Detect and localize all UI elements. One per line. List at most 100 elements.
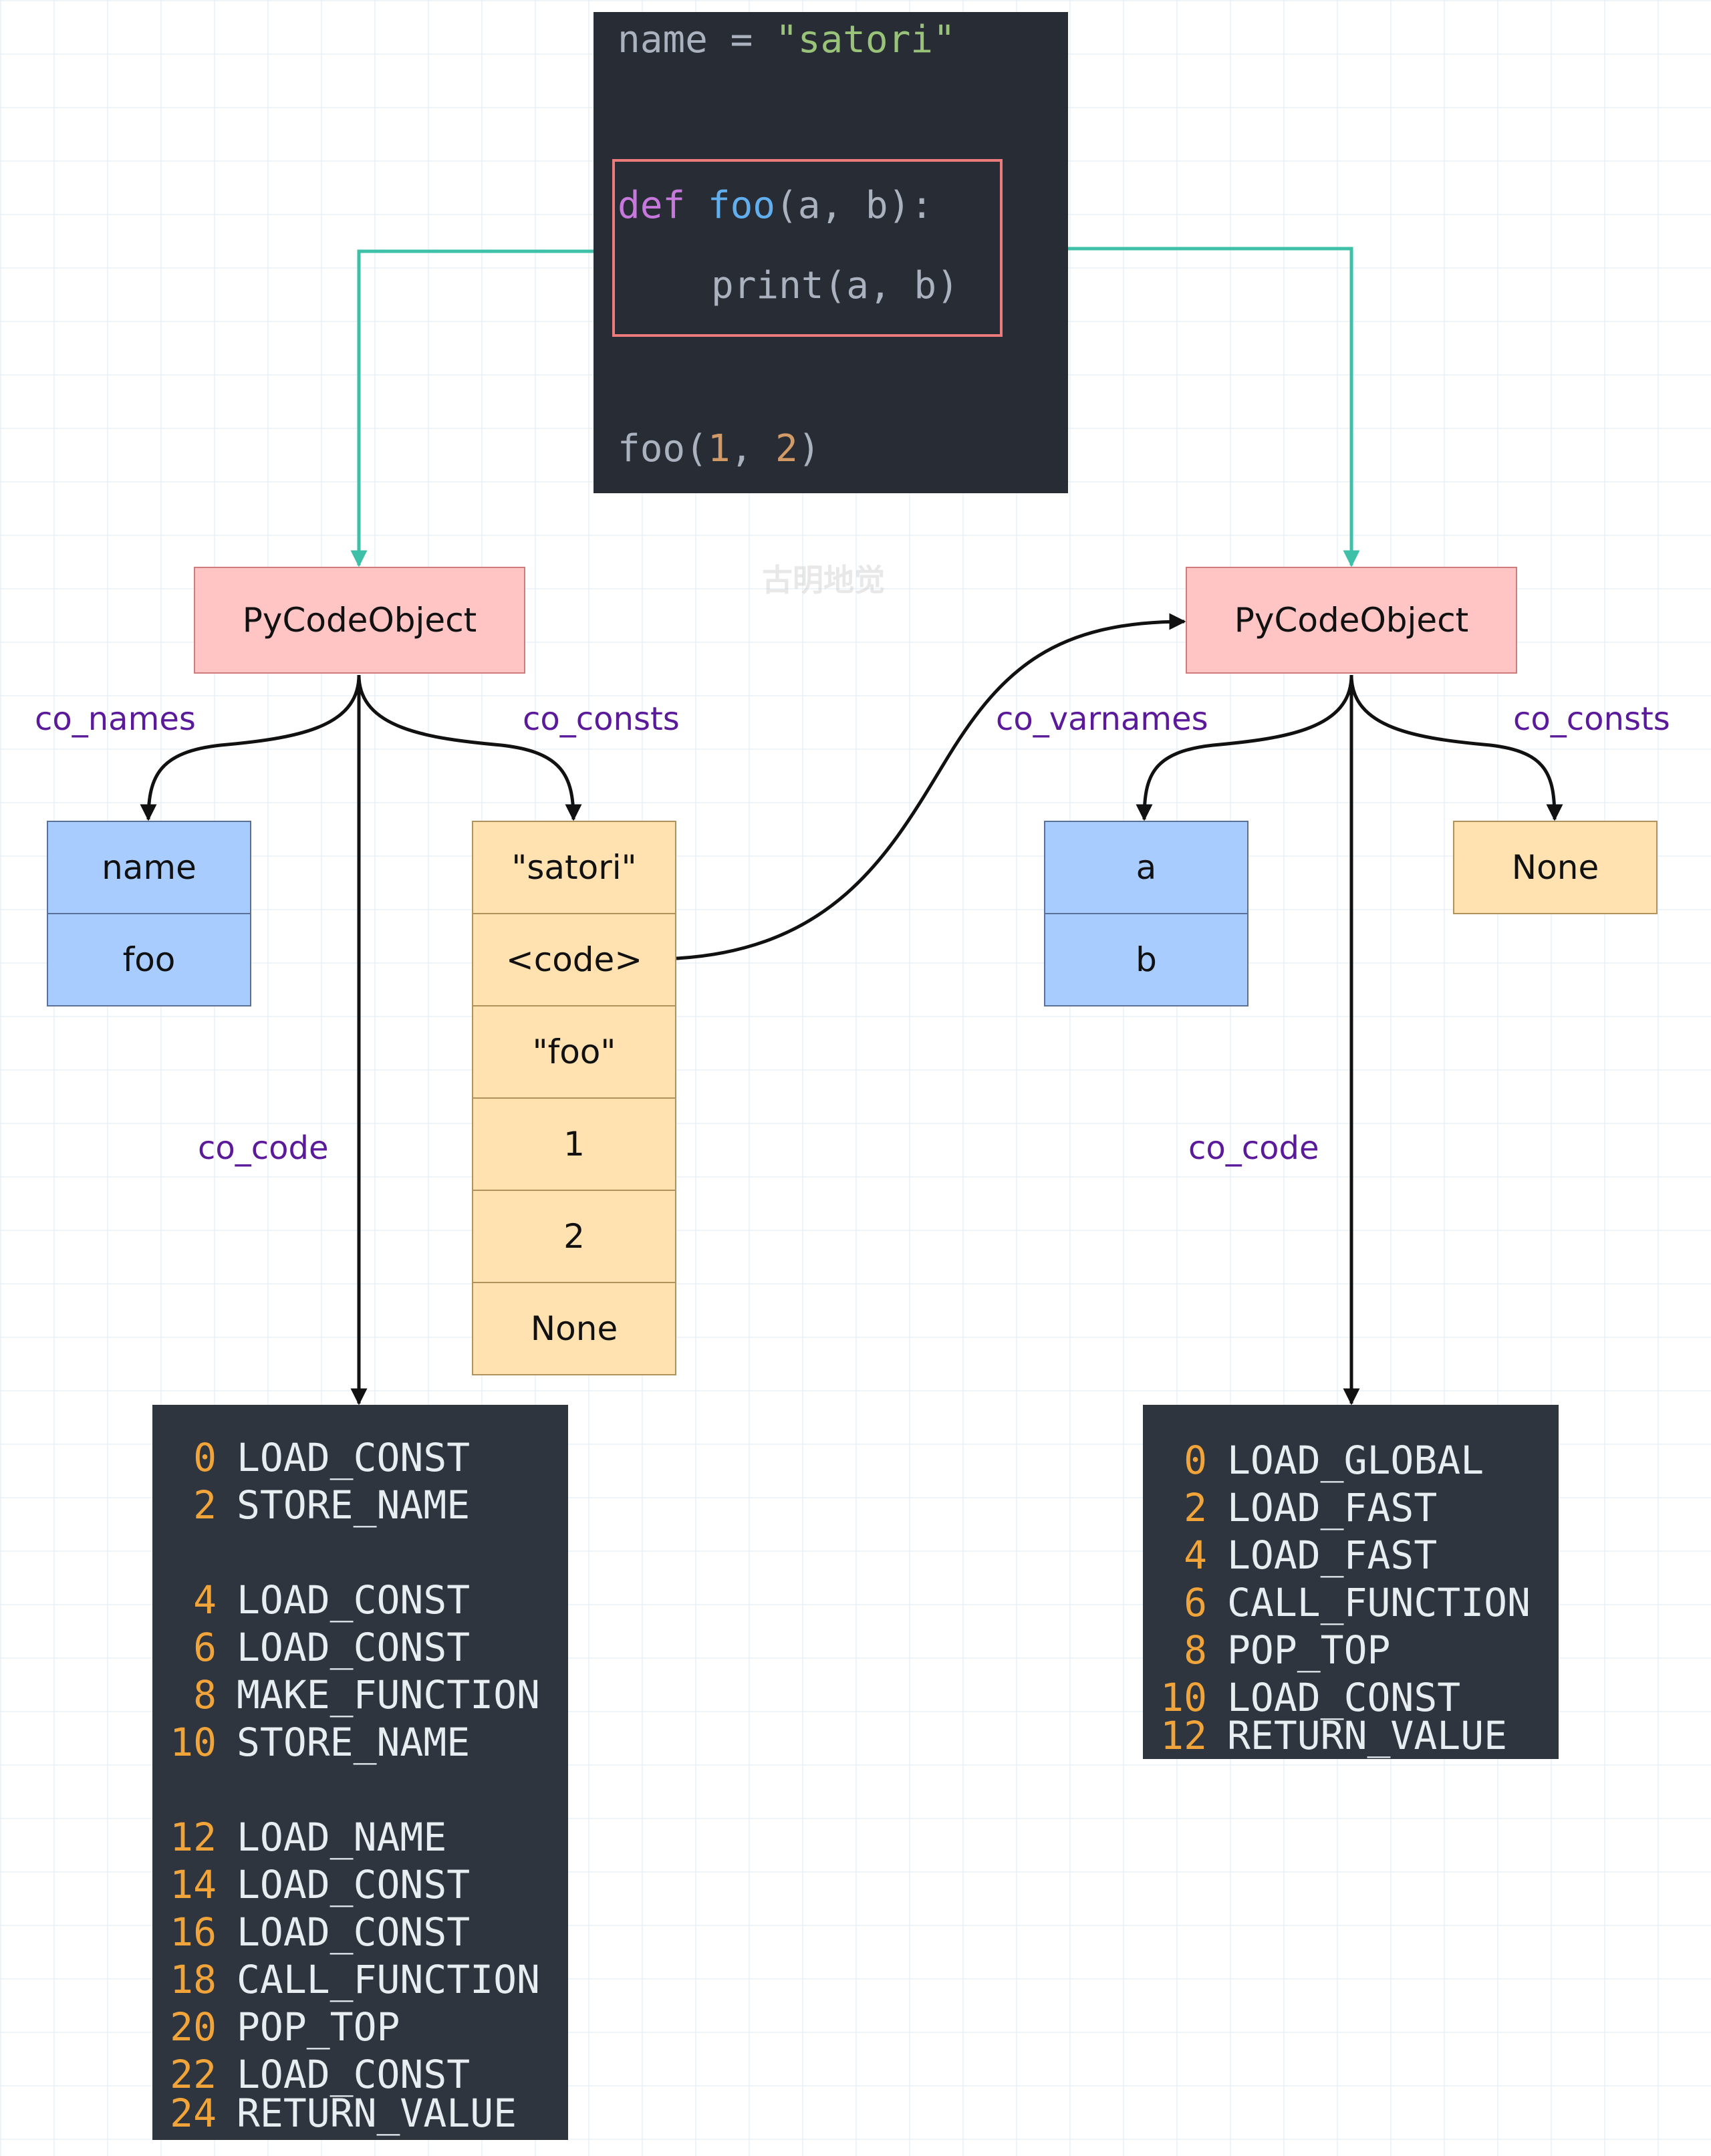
code-line-call: foo(1, 2) — [618, 430, 820, 468]
co-consts-item: 1 — [472, 1097, 676, 1191]
funcdef-to-function-connector — [1004, 247, 1360, 567]
co-consts-item-label: 2 — [563, 1217, 585, 1256]
co-consts-item: "foo" — [472, 1005, 676, 1099]
code-arg-1: 1 — [707, 427, 731, 470]
bytecode-offset: 12 — [1160, 1713, 1207, 1758]
bytecode-op: LOAD_FAST — [1227, 1485, 1438, 1530]
co-varnames-item: b — [1044, 913, 1248, 1006]
code-signature: (a, b): — [775, 184, 934, 227]
code-call-name: foo( — [618, 427, 708, 470]
code-identifier: name — [618, 18, 708, 61]
bytecode-offset: 8 — [1184, 1627, 1207, 1673]
module-co-names-label: co_names — [35, 700, 196, 738]
bytecode-offset: 0 — [193, 1435, 217, 1480]
code-line-assignment: name = "satori" — [618, 21, 956, 59]
function-co-consts-arrow — [1349, 674, 1563, 821]
bytecode-offset: 2 — [193, 1482, 217, 1528]
bytecode-op: STORE_NAME — [237, 1482, 471, 1528]
code-keyword-def: def — [618, 184, 686, 227]
co-consts-item-label: None — [530, 1309, 618, 1348]
co-consts-item-label: "satori" — [511, 848, 637, 887]
bytecode-offset: 8 — [193, 1672, 217, 1718]
module-pycodeobject-title: PyCodeObject — [242, 601, 477, 640]
co-names-arrow — [140, 674, 361, 821]
bytecode-op: LOAD_FAST — [1227, 1532, 1438, 1578]
bytecode-offset: 24 — [170, 2091, 217, 2136]
bytecode-offset: 2 — [1184, 1485, 1207, 1530]
bytecode-offset: 14 — [170, 1862, 217, 1907]
co-consts-item-label: "foo" — [532, 1033, 616, 1071]
bytecode-op: LOAD_CONST — [237, 1862, 471, 1907]
code-arg-2: 2 — [775, 427, 798, 470]
bytecode-offset: 18 — [170, 1957, 217, 2002]
code-string: "satori" — [775, 18, 956, 61]
bytecode-op: MAKE_FUNCTION — [237, 1672, 540, 1718]
code-line-print: print(a, b) — [711, 264, 959, 307]
function-pycodeobject-title: PyCodeObject — [1234, 601, 1469, 640]
bytecode-op: CALL_FUNCTION — [237, 1957, 540, 2002]
module-co-consts-label: co_consts — [523, 700, 680, 738]
bytecode-op: LOAD_GLOBAL — [1227, 1438, 1484, 1483]
bytecode-op: POP_TOP — [237, 2004, 400, 2050]
bytecode-offset: 10 — [1160, 1675, 1207, 1720]
code-arg-separator: , — [730, 427, 776, 470]
code-call-close: ) — [797, 427, 821, 470]
bytecode-op: RETURN_VALUE — [1227, 1713, 1508, 1758]
bytecode-op: STORE_NAME — [237, 1720, 471, 1765]
function-co-consts-item: None — [1453, 821, 1658, 914]
bytecode-op: LOAD_NAME — [237, 1814, 447, 1860]
co-varnames-arrow — [1136, 674, 1353, 821]
co-consts-item: 2 — [472, 1190, 676, 1283]
function-co-code-label: co_code — [1188, 1129, 1319, 1167]
co-consts-item-label: <code> — [505, 940, 643, 979]
co-consts-item: "satori" — [472, 821, 676, 914]
bytecode-op: LOAD_CONST — [237, 1435, 471, 1480]
watermark: 古明地觉 — [762, 562, 885, 598]
bytecode-op: CALL_FUNCTION — [1227, 1580, 1531, 1625]
bytecode-offset: 4 — [193, 1577, 217, 1623]
function-co-varnames-label: co_varnames — [996, 700, 1208, 738]
bytecode-offset: 12 — [170, 1814, 217, 1860]
module-co-code-label: co_code — [198, 1129, 329, 1167]
source-code-panel: name = "satori" def foo(a, b): print(a, … — [594, 12, 1068, 493]
code-const-to-function-arrow — [676, 613, 1186, 960]
source-to-module-connector — [350, 249, 594, 567]
co-varnames-item-label: a — [1136, 848, 1157, 887]
module-pycodeobject: PyCodeObject — [194, 567, 525, 674]
function-definition-highlight — [612, 159, 1003, 337]
bytecode-op: LOAD_CONST — [1227, 1675, 1461, 1720]
bytecode-op: LOAD_CONST — [237, 2052, 471, 2097]
co-consts-arrow — [357, 674, 582, 821]
co-names-item-label: name — [102, 848, 196, 887]
function-co-consts-item-label: None — [1511, 848, 1599, 887]
co-names-item-label: foo — [122, 940, 176, 979]
function-co-consts-label: co_consts — [1513, 700, 1670, 738]
bytecode-offset: 6 — [1184, 1580, 1207, 1625]
bytecode-op: POP_TOP — [1227, 1627, 1391, 1673]
code-function-name: foo — [707, 184, 776, 227]
co-consts-item-code: <code> — [472, 913, 676, 1006]
co-consts-item-label: 1 — [563, 1125, 585, 1164]
bytecode-op: LOAD_CONST — [237, 1625, 471, 1670]
bytecode-op: LOAD_CONST — [237, 1909, 471, 1955]
co-varnames-item-label: b — [1136, 940, 1157, 979]
co-varnames-item: a — [1044, 821, 1248, 914]
co-names-item: name — [47, 821, 251, 914]
co-names-item: foo — [47, 913, 251, 1006]
bytecode-op: RETURN_VALUE — [237, 2091, 517, 2136]
bytecode-offset: 4 — [1184, 1532, 1207, 1578]
co-consts-item: None — [472, 1282, 676, 1375]
bytecode-offset: 10 — [170, 1720, 217, 1765]
code-operator: = — [707, 18, 776, 61]
bytecode-offset: 16 — [170, 1909, 217, 1955]
bytecode-offset: 0 — [1184, 1438, 1207, 1483]
bytecode-offset: 6 — [193, 1625, 217, 1670]
bytecode-offset: 22 — [170, 2052, 217, 2097]
bytecode-offset: 20 — [170, 2004, 217, 2050]
bytecode-op: LOAD_CONST — [237, 1577, 471, 1623]
code-line-def: def foo(a, b): — [618, 187, 933, 225]
function-pycodeobject: PyCodeObject — [1186, 567, 1517, 674]
